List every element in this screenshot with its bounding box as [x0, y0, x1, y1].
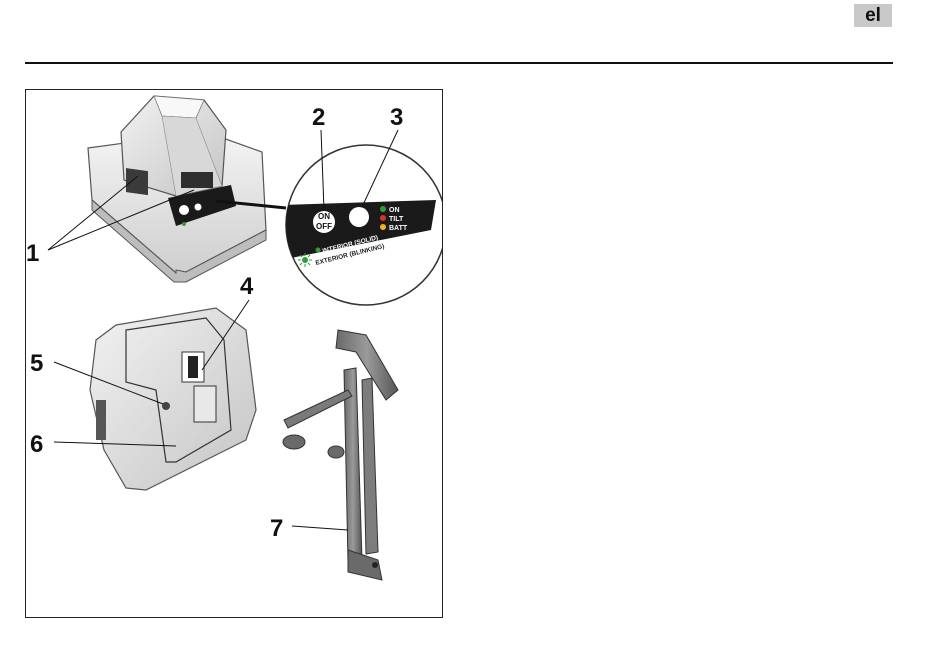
charger-base [88, 96, 286, 282]
led-batt-icon [380, 224, 386, 230]
receiver-unit [90, 308, 256, 490]
led-on-label: ON [389, 207, 400, 214]
off-label: OFF [316, 222, 332, 231]
callout-5: 5 [30, 350, 43, 377]
interior-led-icon [316, 248, 321, 253]
led-on-icon [380, 206, 386, 212]
header-divider [25, 62, 893, 64]
on-label: ON [318, 212, 330, 221]
language-badge: el [854, 4, 892, 27]
led-tilt-label: TILT [389, 216, 404, 223]
figure-illustration: ON OFF ON TILT BATT INTERIOR (SOLID) EXT… [26, 90, 442, 617]
mounting-bracket [283, 330, 398, 580]
callout-7: 7 [270, 515, 283, 542]
control-panel-zoom: ON OFF ON TILT BATT INTERIOR (SOLID) EXT… [281, 145, 442, 305]
callout-3: 3 [390, 104, 403, 131]
led-tilt-icon [380, 215, 386, 221]
led-batt-label: BATT [389, 225, 408, 232]
mode-button [349, 207, 369, 227]
callout-6: 6 [30, 431, 43, 458]
callout-4: 4 [240, 273, 254, 300]
product-figure: ON OFF ON TILT BATT INTERIOR (SOLID) EXT… [25, 89, 443, 618]
callout-1: 1 [26, 240, 39, 267]
callout-2: 2 [312, 104, 325, 131]
language-code: el [865, 5, 881, 27]
blinking-led-icon [298, 253, 312, 267]
